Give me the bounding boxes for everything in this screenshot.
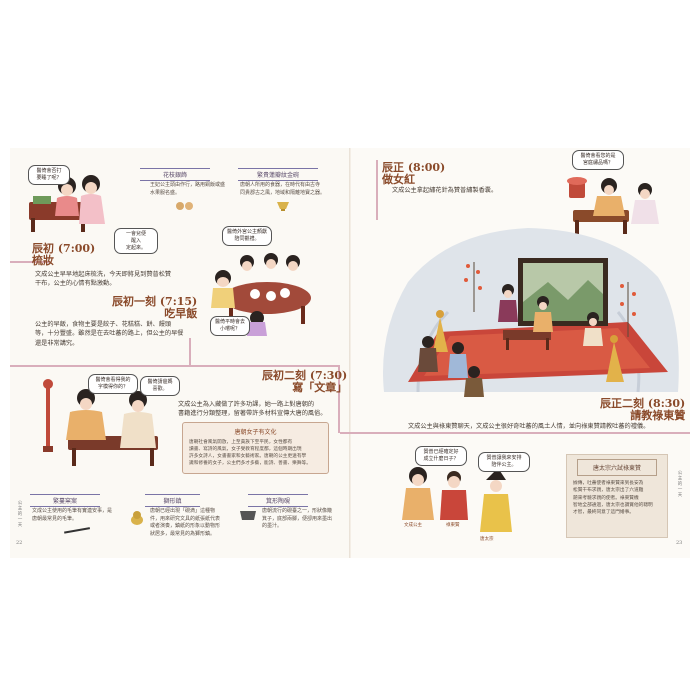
label-princess-wencheng: 文成公主 xyxy=(404,523,422,528)
speech-bubble-embroidery: 醫倚會看您的是 宮庭繡品嗎？ xyxy=(572,150,624,170)
speech-bubble-princess-question: 贊普已經確定好 成立什麼日子？ xyxy=(415,446,467,466)
flower-hairpin-icon xyxy=(176,202,193,210)
time-heading-7-30: 辰初二刻 (7:30) 寫「文章」 xyxy=(262,369,348,395)
label-gar-tongtsen: 祿東贊 xyxy=(446,523,460,528)
tab-inkstone: 箕形陶硯 xyxy=(248,494,308,507)
time-label: 辰初二刻 (7:30) xyxy=(262,369,348,382)
timeline-line-left-top xyxy=(10,261,50,263)
info-box-women-culture: 唐朝女子有文化 唐朝社會風氣開放，上至貴族下至平民，女性都有 讀書、寫詩的風氣，… xyxy=(182,422,329,474)
time-heading-8-00: 辰正 (8:00) 做女紅 xyxy=(382,161,446,187)
illustration-embroidery-scene xyxy=(567,177,659,234)
paragraph-7-00: 文成公主早早地起床梳洗，今天即將見到贊普松贊 干布，公主的心情有點激動。 xyxy=(35,271,172,288)
paragraph-7-15: 公主的早飯，食物主要是餃子、花糕糕、餅、饅頭 等，十分豐盛。雖然是在去吐蕃的路上… xyxy=(35,321,184,347)
illustration-writing-scene xyxy=(43,379,158,466)
time-subtitle: 梳妝 xyxy=(32,254,54,268)
label-emperor-taizong: 唐太宗 xyxy=(480,537,494,542)
time-label: 辰初一刻 (7:15) xyxy=(112,295,198,308)
speech-bubble-envoy-reply: 贊普讓我來安排 陪伴公主。 xyxy=(478,452,530,472)
tab-brush-holder: 繁蔓窯案 xyxy=(30,494,100,507)
gold-bowl-icon xyxy=(277,202,289,211)
right-margin-title: 公主的一天 xyxy=(677,470,682,498)
inkstone-icon xyxy=(240,511,256,520)
paragraph-7-30: 文成公主為入藏做了許多功課，她一路上對唐朝的 書籍進行分類整理，留著帶許多材料宣… xyxy=(178,401,327,418)
lion-paperweight-icon xyxy=(131,511,143,525)
time-heading-7-00: 辰初 (7:00) 梳妝 xyxy=(32,242,96,268)
time-subtitle: 請教祿東贊 xyxy=(630,409,686,423)
speech-bubble-breakfast-girl: 醫倚平時會去 小嚐呢？ xyxy=(210,316,250,336)
right-page-number: 23 xyxy=(676,540,683,546)
info-box-title: 唐朝女子有文化 xyxy=(234,429,277,436)
speech-bubble-writing-reply: 醫倚請爸媽 喜歡。 xyxy=(140,376,180,396)
paper-body: 據傳，吐蕃使者祿東贊來到長安為 松贊干布求親，唐太宗出了六道難 題來考驗求親的使… xyxy=(573,481,653,516)
note-inkstone: 唐朝流行的硯臺之一，形狀像簸 箕子，底部兩腳，便卻用來墨出 的墨汁。 xyxy=(262,508,333,529)
speech-bubble-dressing: 醫倚會否打 要睡了呢？ xyxy=(28,165,70,185)
time-subtitle: 吃早飯 xyxy=(164,307,198,321)
timeline-line-right-top xyxy=(376,160,378,220)
timeline-line-center-vert xyxy=(338,365,340,433)
brush-icon xyxy=(64,527,91,534)
speech-bubble-dressing-reply: 一會兒便 醒入 定起來。 xyxy=(114,228,158,255)
illustration-characters xyxy=(402,467,512,532)
left-margin-title: 公主的一天 xyxy=(17,500,22,528)
note-gold-bowl: 唐朝人所用的食器，在時代有由古寺 同貴郡古之風，地域和隔離地寶之器。 xyxy=(240,182,326,196)
tab-gold-bowl: 繁貴蓮瓣紋金碗 xyxy=(238,168,318,181)
timeline-line-right xyxy=(340,432,690,434)
timeline-line-mid xyxy=(10,365,340,367)
time-label: 辰正 (8:00) xyxy=(382,161,446,174)
book-gutter xyxy=(349,148,351,558)
time-label: 辰初 (7:00) xyxy=(32,242,96,255)
illustration-tent-scene xyxy=(383,228,679,397)
paper-title: 唐太宗六試祿東贊 xyxy=(577,459,657,476)
tab-lion-weight: 獅形鎮 xyxy=(145,494,200,507)
speech-bubble-breakfast: 醫倚外宮公主顏獻 陪同觀禮。 xyxy=(222,226,272,246)
note-flower-hairpin: 王妃公主頭由作行，路用銅飯或盛 水果服名盛。 xyxy=(150,182,226,196)
left-page-number: 22 xyxy=(16,540,23,546)
paragraph-8-00: 文成公主拿起繡花針為贊普繡製香囊。 xyxy=(392,187,498,194)
note-lion-weight: 唐朝已經出現「硯滴」這種物 件，用來研究文具的紙張紙代表 或者演奏，鎮紙的形象以… xyxy=(150,508,221,537)
note-brush-holder: 文成公主使用的毛筆有實連安事，是 唐朝最常見的毛筆。 xyxy=(32,508,113,522)
time-subtitle: 寫「文章」 xyxy=(292,381,348,395)
timeline-line-left-vert xyxy=(189,338,191,366)
paper-six-tests: 唐太宗六試祿東贊 據傳，吐蕃使者祿東贊來到長安為 松贊干布求親，唐太宗出了六道難… xyxy=(566,454,668,538)
speech-bubble-writing: 醫倚會看得我的 字模得你的？ xyxy=(88,374,138,394)
time-label: 辰正二刻 (8:30) xyxy=(600,397,686,410)
illustration-breakfast-scene xyxy=(211,253,311,336)
time-heading-7-15: 辰初一刻 (7:15) 吃早飯 xyxy=(112,295,198,321)
info-box-body: 唐朝社會風氣開放，上至貴族下至平民，女性都有 讀書、寫詩的風氣，女子受教育程度都… xyxy=(189,440,311,467)
time-heading-8-30: 辰正二刻 (8:30) 請教祿東贊 xyxy=(600,397,686,423)
tab-flower-hairpin: 花枝銀飾 xyxy=(140,168,210,181)
paragraph-8-30: 文成公主與祿東贊聊天，文成公主很好奇吐蕃的風土人情，並向祿東贊請教吐蕃的禮儀。 xyxy=(408,423,650,430)
time-subtitle: 做女紅 xyxy=(382,173,415,187)
